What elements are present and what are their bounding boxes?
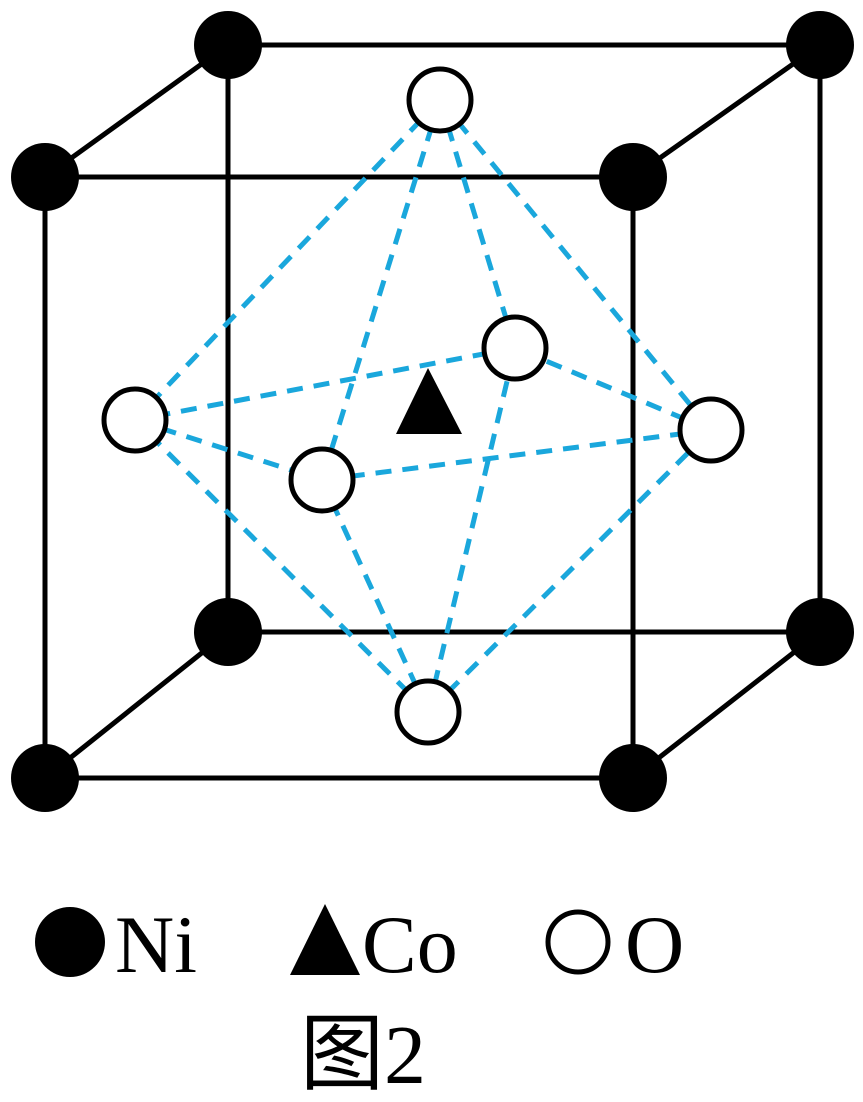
o-atom	[394, 678, 462, 746]
o-legend-label: O	[625, 899, 684, 990]
ni-atom	[11, 744, 79, 812]
bond-line	[437, 99, 518, 349]
co-atom	[396, 368, 462, 434]
bond-line	[438, 98, 713, 432]
cube-edge	[42, 629, 231, 781]
cube-edge	[630, 629, 823, 781]
o-legend-marker	[545, 909, 611, 975]
ni-atom	[599, 744, 667, 812]
cube-edge	[630, 42, 823, 180]
ni-atom	[786, 11, 854, 79]
ni-atom	[194, 11, 262, 79]
ni-atom	[786, 598, 854, 666]
ni-legend-label: Ni	[115, 899, 197, 990]
o-atom	[406, 66, 474, 134]
co-legend-label: Co	[362, 899, 458, 990]
bond-line	[319, 99, 443, 481]
figure-caption: 图2	[300, 1009, 426, 1102]
bond-line	[425, 347, 518, 713]
bond-line	[134, 345, 516, 423]
o-atom	[101, 386, 169, 454]
ni-atom	[11, 143, 79, 211]
cube-edge	[42, 42, 231, 180]
unit-cell-edges	[42, 42, 823, 781]
bond-line	[426, 428, 713, 714]
co-legend-marker	[290, 904, 360, 975]
o-atom	[288, 446, 356, 514]
bond-line	[133, 98, 442, 422]
bond-line	[514, 345, 712, 433]
oxygen-atoms	[101, 66, 745, 746]
bond-line	[319, 478, 431, 714]
bond-line	[321, 427, 712, 483]
bond-line	[133, 418, 430, 714]
nickel-atoms	[11, 11, 854, 812]
o-atom	[481, 314, 549, 382]
ni-atom	[194, 598, 262, 666]
legend: Ni Co O	[35, 899, 684, 990]
ni-atom	[599, 143, 667, 211]
o-atom	[677, 396, 745, 464]
ni-legend-marker	[35, 907, 105, 977]
